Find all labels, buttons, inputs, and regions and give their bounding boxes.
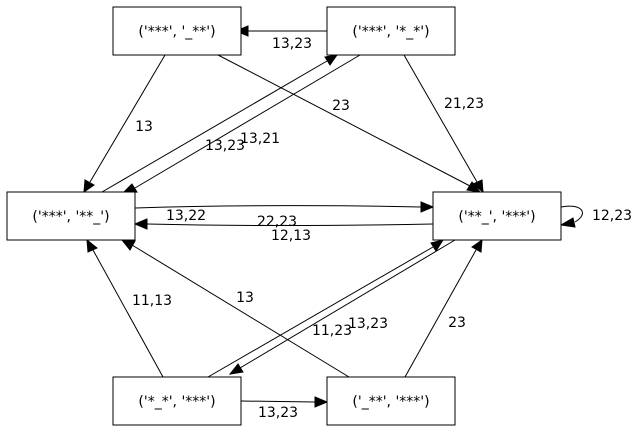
edge-n1-n4 [217,54,482,193]
edge-n5-n3 [86,238,164,378]
edge-n3-n4 [134,201,435,213]
edge-n1-n3 [83,54,166,194]
edge-label-n5-n3: 11,13 [132,293,172,309]
state-node-label: ('***', '*_*') [352,24,429,40]
edge-label-n2-n4: 21,23 [444,96,484,112]
state-node: ('***', '_**') [112,6,242,56]
edge-n2-n1 [234,25,327,37]
edge-label-n6-n4: 23 [448,315,466,331]
edge-n2-n3 [121,54,361,194]
state-node-label: ('***', '**_') [32,209,109,225]
state-node-label: ('**_', '***') [458,209,535,225]
edge-label-n1-n3: 13 [135,119,153,135]
edge-label-n3-n4: 13,22 [166,208,206,224]
edge-label-n4-n3-b: 12,13 [271,228,311,244]
edge-label-n6-n3: 13 [236,290,254,306]
state-node-label: ('***', '_**') [138,24,215,40]
edge-label-n4-n5: 13,23 [348,316,388,332]
state-node: ('*_*', '***') [112,376,242,426]
edge-label-n1-n4: 23 [332,98,350,114]
edge-n4-n5 [228,239,456,375]
edge-n4-self [559,205,583,228]
state-node: ('***', '*_*') [326,6,456,56]
edge-label-n2-n3: 13,21 [240,131,280,147]
edge-label-n2-n1: 13,23 [272,36,312,52]
edge-n5-n4 [207,239,445,378]
state-node: ('_**', '***') [326,376,456,426]
edge-n2-n4 [403,54,484,194]
edge-n3-n2 [101,54,339,193]
edge-label-n4-n3: 22,23 [257,214,297,230]
edge-label-n4-self: 12,23 [592,208,632,224]
edge-n4-n3 [133,218,434,230]
state-node-label: ('*_*', '***') [138,394,215,410]
edge-n6-n4 [404,238,483,378]
state-node-label: ('_**', '***') [352,394,429,410]
state-node: ('***', '**_') [6,191,136,241]
state-node: ('**_', '***') [432,191,562,241]
edge-label-n5-n4: 11,23 [312,323,352,339]
edge-n5-n6 [240,396,329,408]
edge-label-n5-n6: 13,23 [258,405,298,421]
edge-label-n3-n2: 13,23 [205,138,245,154]
